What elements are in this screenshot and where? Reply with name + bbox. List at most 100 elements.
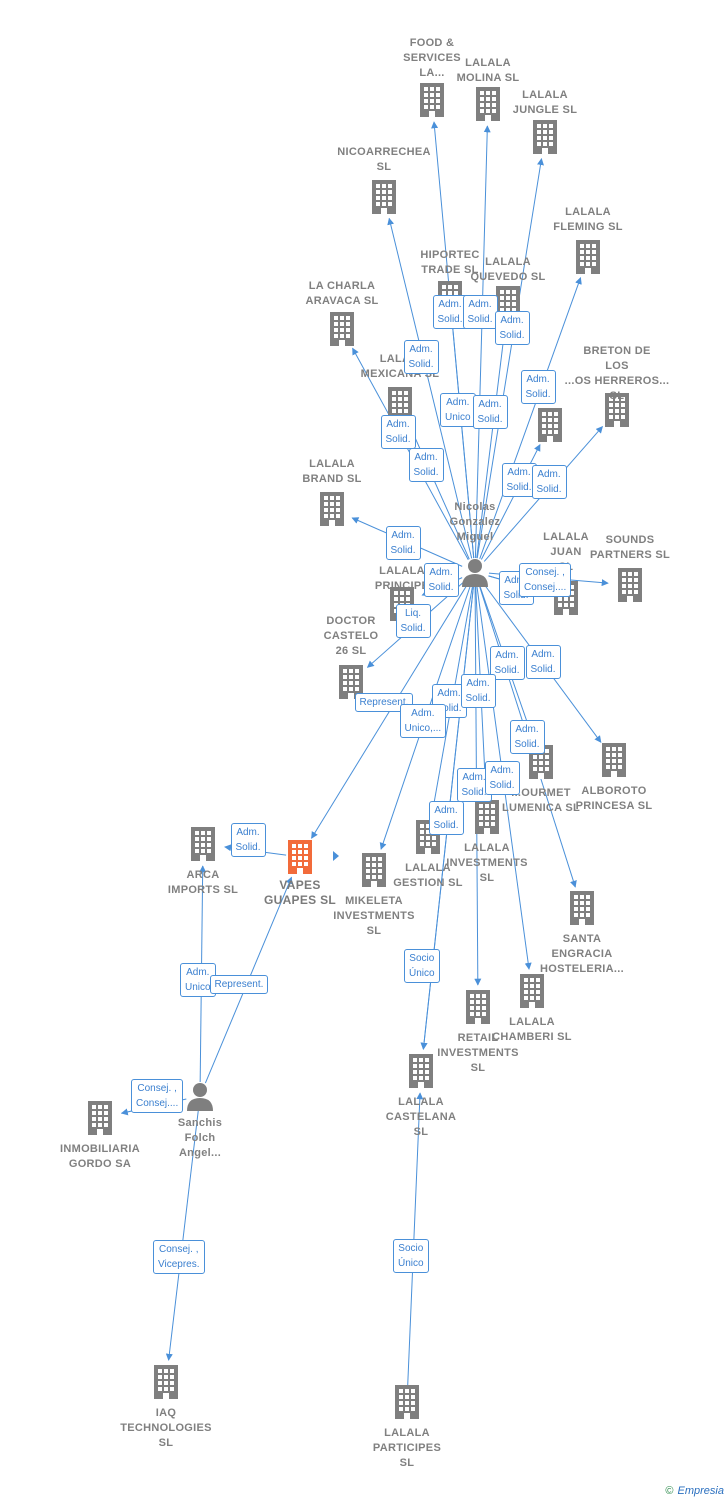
- role-label[interactable]: Adm.Solid.: [380, 415, 416, 449]
- building-icon[interactable]: [189, 827, 217, 861]
- building-icon[interactable]: [600, 743, 628, 777]
- building-icon[interactable]: [574, 240, 602, 274]
- role-label[interactable]: Consej. ,Consej....: [519, 563, 572, 597]
- role-line: Solid.: [461, 787, 487, 798]
- role-label[interactable]: Adm.Solid.: [403, 340, 439, 374]
- building-icon[interactable]: [337, 665, 365, 699]
- role-line: Único: [409, 968, 435, 979]
- role-label[interactable]: Adm.Solid.: [428, 801, 464, 835]
- node-label-line: LALALA: [379, 565, 425, 577]
- role-label[interactable]: Adm.Solid.: [509, 720, 545, 754]
- role-label[interactable]: Adm.Solid.: [462, 295, 498, 329]
- role-label[interactable]: Adm.Solid.: [385, 526, 421, 560]
- role-label[interactable]: Adm.Solid.: [472, 395, 508, 429]
- building-icon[interactable]: [474, 87, 502, 121]
- role-line: Adm.: [446, 397, 470, 408]
- role-label[interactable]: Represent.: [209, 974, 269, 994]
- role-label[interactable]: Adm.Solid.: [525, 645, 561, 679]
- building-icon[interactable]: [603, 393, 631, 427]
- role-line: Solid.: [385, 434, 411, 445]
- node-label-line: LA CHARLA: [308, 280, 376, 292]
- role-line: Adm.: [186, 967, 210, 978]
- node-label-line: BRAND SL: [302, 473, 362, 485]
- role-line: Solid.: [413, 467, 439, 478]
- building-icon[interactable]: [360, 853, 388, 887]
- building-icon[interactable]: [536, 408, 564, 442]
- node-label[interactable]: LALA...MEXICANA SL: [340, 352, 460, 382]
- node-label-line: LALALA: [398, 1096, 444, 1108]
- building-icon[interactable]: [318, 492, 346, 526]
- role-label[interactable]: Adm.Solid.: [494, 311, 530, 345]
- building-icon[interactable]: [414, 820, 442, 854]
- building-icon[interactable]: [418, 83, 446, 117]
- building-icon[interactable]: [152, 1365, 180, 1399]
- person-icon[interactable]: [460, 557, 490, 587]
- building-icon[interactable]: [568, 891, 596, 925]
- role-label[interactable]: Consej. ,Consej....: [131, 1079, 184, 1113]
- role-label[interactable]: Adm.Solid.: [484, 761, 520, 795]
- building-icon[interactable]: [616, 568, 644, 602]
- role-label[interactable]: Adm.Solid.: [460, 674, 496, 708]
- role-label[interactable]: Adm.Unico,...: [399, 704, 447, 738]
- role-label[interactable]: Liq.Solid.: [395, 604, 431, 638]
- role-label[interactable]: Adm.Solid.: [230, 823, 266, 857]
- node-label-line: TRADE SL: [421, 264, 479, 276]
- building-icon[interactable]: [328, 312, 356, 346]
- building-icon[interactable]: [473, 800, 501, 834]
- building-icon[interactable]: [527, 745, 555, 779]
- node-label-line: QUEVEDO SL: [470, 271, 546, 283]
- node-label-line: 26 SL: [335, 645, 367, 657]
- building-icon[interactable]: [86, 1101, 114, 1135]
- role-label[interactable]: Represent.: [354, 692, 414, 712]
- person-icon[interactable]: [185, 1081, 215, 1111]
- node-label-line: SL: [158, 1437, 174, 1449]
- role-label[interactable]: Adm.Solid.: [408, 448, 444, 482]
- node-label-line: Nicolas: [454, 501, 496, 513]
- role-label[interactable]: Adm.Solid.: [520, 370, 556, 404]
- building-icon[interactable]: [518, 974, 546, 1008]
- building-icon[interactable]: [407, 1054, 435, 1088]
- role-label[interactable]: Consej. ,Vicepres.: [153, 1240, 205, 1274]
- role-label[interactable]: Adm.Solid.: [531, 465, 567, 499]
- building-icon[interactable]: [370, 180, 398, 214]
- building-icon[interactable]: [393, 1385, 421, 1419]
- role-label[interactable]: Adm.Solid.: [501, 463, 537, 497]
- role-label[interactable]: Adm.Solid.: [423, 563, 459, 597]
- role-line: Adm.: [504, 575, 528, 586]
- role-label[interactable]: Adm.Unico: [440, 393, 476, 427]
- building-icon[interactable]: [531, 120, 559, 154]
- building-icon[interactable]: [464, 990, 492, 1024]
- main-company-building-icon[interactable]: [286, 840, 314, 874]
